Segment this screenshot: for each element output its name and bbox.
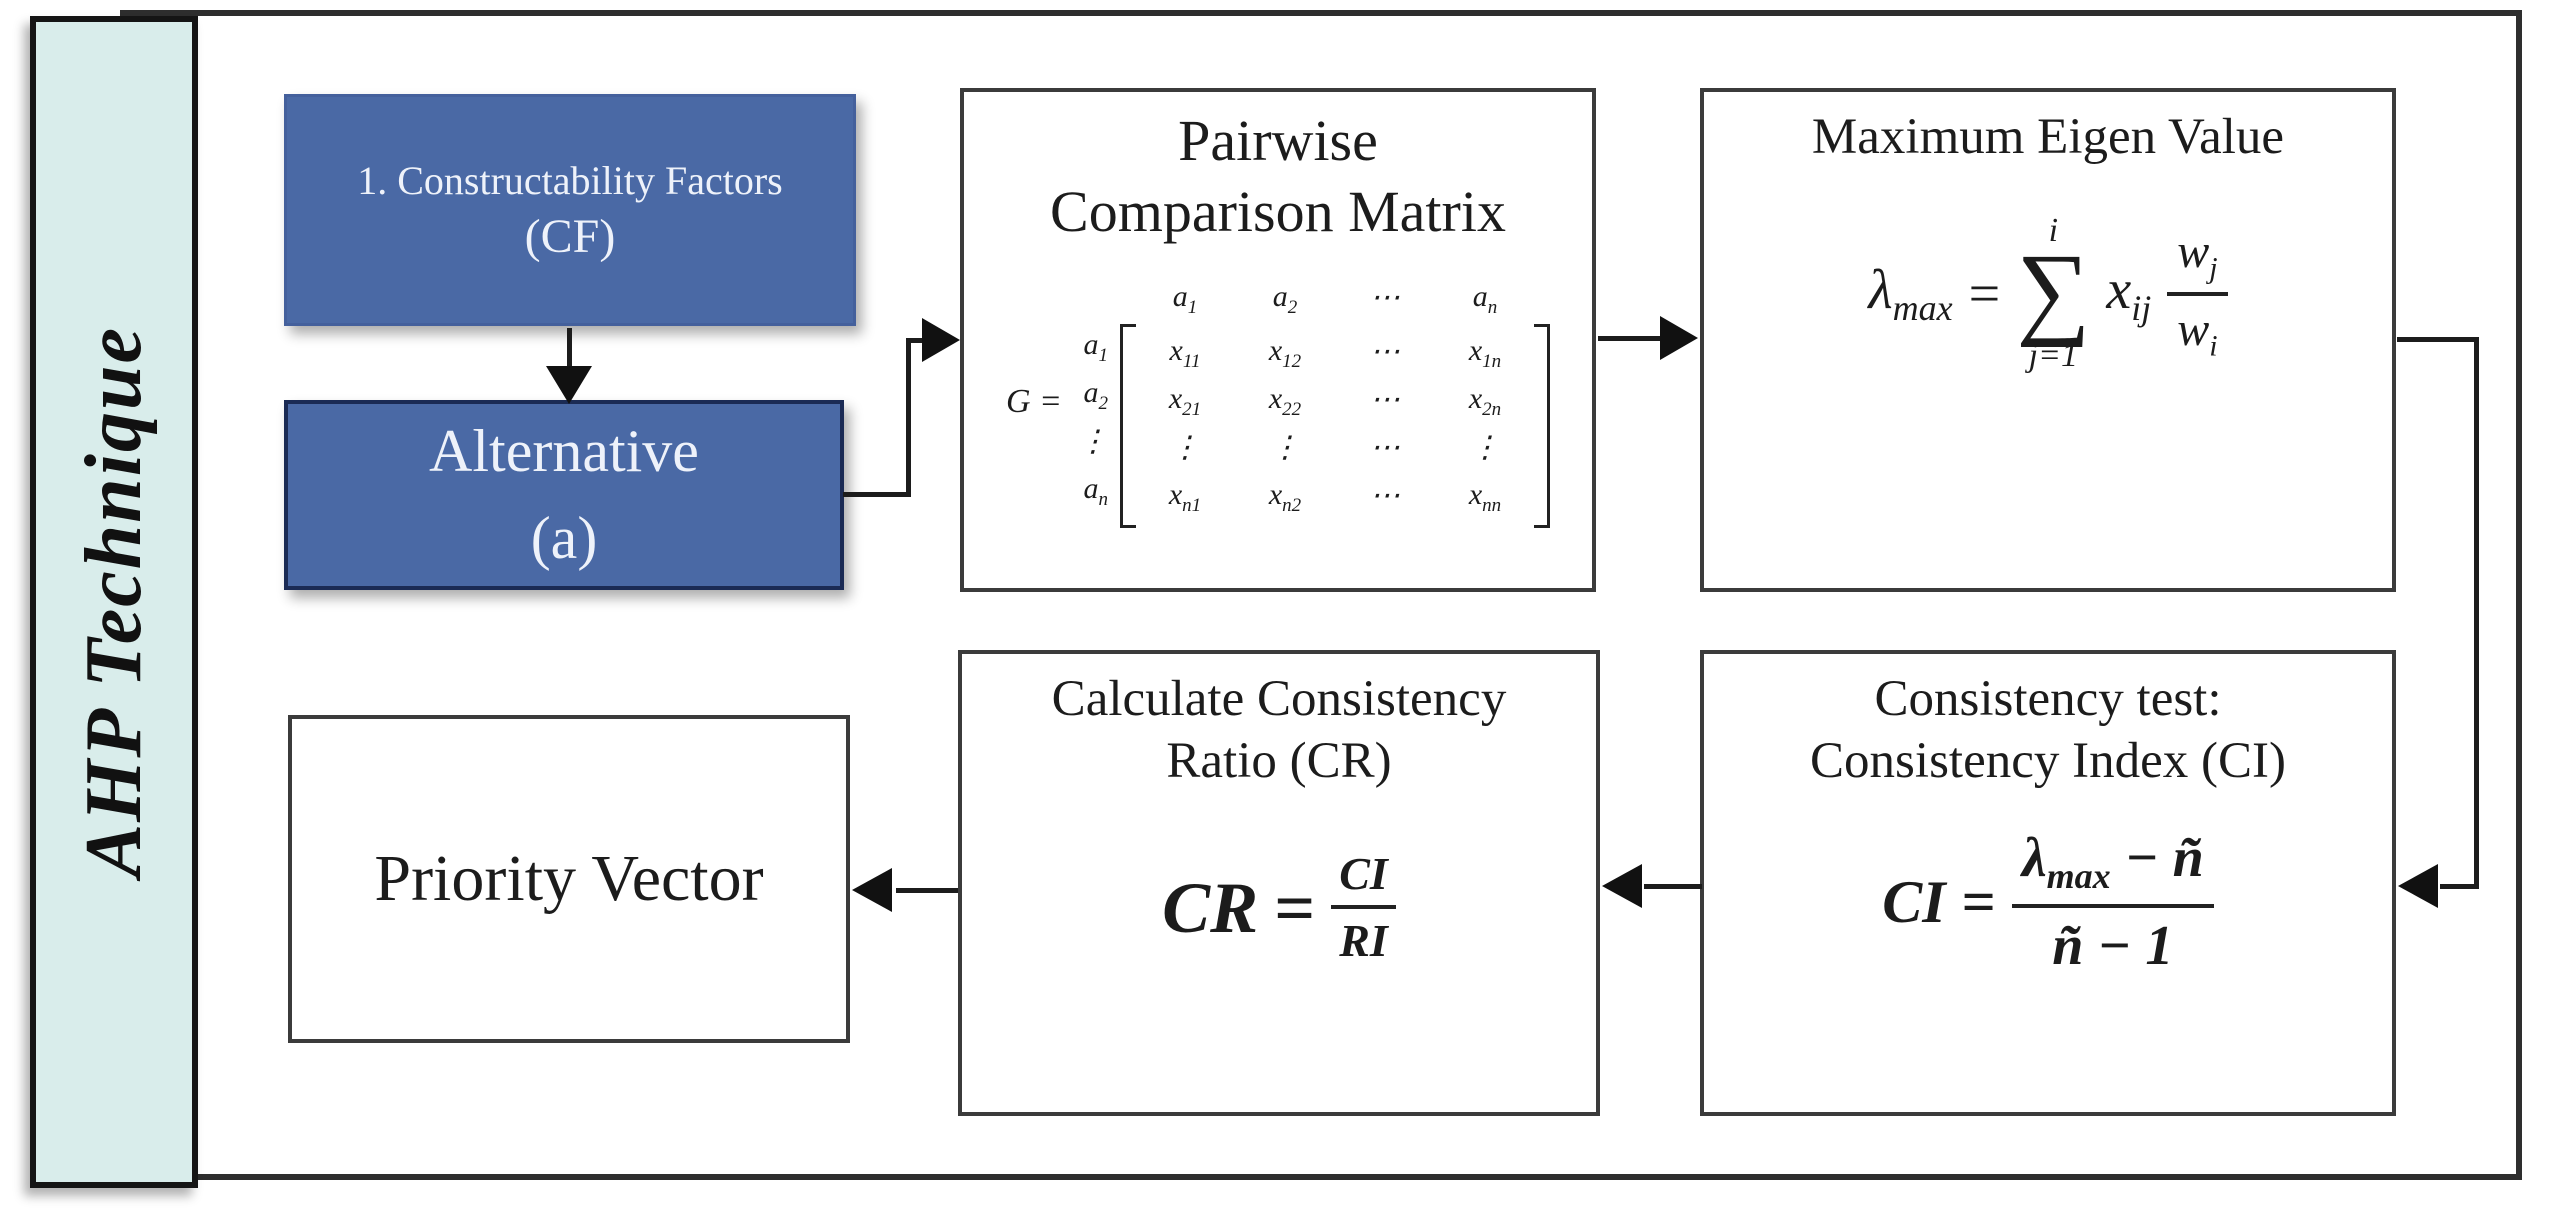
summation-sign: i ∑ j=1 [2016, 212, 2091, 375]
eigen-to-consistency-line-v [2474, 337, 2479, 889]
cr-fraction: CI RI [1331, 848, 1396, 968]
eigen-to-consistency-line-h1 [2397, 337, 2479, 342]
alternative-line2: (a) [530, 505, 598, 571]
ci-fraction: λmax − ñ ñ − 1 [2011, 826, 2214, 978]
priority-vector-box: Priority Vector [288, 715, 850, 1043]
arrow-down-icon [546, 366, 592, 404]
consistency-test-box: Consistency test: Consistency Index (CI)… [1700, 650, 2396, 1116]
eigen-formula: λmax = i ∑ j=1 xij wj wi [1704, 214, 2392, 373]
cf-line1: 1. Constructability Factors [357, 158, 783, 204]
matrix-row-labels: a1 a2 ⋮ an [1078, 328, 1108, 510]
constructability-factors-box: 1. Constructability Factors (CF) [284, 94, 856, 326]
cr-formula: CR = CI RI [962, 848, 1596, 968]
arrow-right-icon [922, 318, 960, 362]
alternative-box: Alternative (a) [284, 400, 844, 590]
arrow-right-icon [1660, 316, 1698, 360]
cf-line2: (CF) [524, 210, 616, 264]
arrow-left-icon [2398, 864, 2438, 908]
priority-vector-label: Priority Vector [374, 842, 764, 915]
arrow-left-icon [852, 868, 892, 912]
arrow-left-icon [1602, 864, 1642, 908]
matrix-body: x11 x12 ⋯ x1n x21 x22 ⋯ x2n ⋮ ⋮ ⋯ ⋮ xn1 … [1120, 323, 1550, 528]
matrix-column-headers: a1 a2 ⋯ an [1172, 280, 1498, 318]
pairwise-to-eigen-line [1598, 336, 1662, 341]
pairwise-comparison-matrix-box: Pairwise Comparison Matrix G = a1 a2 ⋯ a… [960, 88, 1596, 592]
cr-to-priority-line [896, 888, 958, 893]
comparison-matrix: G = a1 a2 ⋯ an a1 a2 ⋮ an x11 x12 [964, 276, 1592, 528]
consistency-to-cr-line [1644, 884, 1702, 889]
ci-title: Consistency test: Consistency Index (CI) [1810, 671, 2286, 790]
eigen-to-consistency-line-h2 [2440, 884, 2479, 889]
cr-title: Calculate Consistency Ratio (CR) [1051, 671, 1507, 790]
cf-to-alternative-line [567, 328, 572, 370]
matrix-lhs: G = [1005, 382, 1062, 420]
alternative-to-pairwise-line-h2 [906, 338, 924, 343]
consistency-ratio-box: Calculate Consistency Ratio (CR) CR = CI… [958, 650, 1600, 1116]
pairwise-title: Pairwise Comparison Matrix [1050, 108, 1506, 244]
alternative-line1: Alternative [429, 418, 699, 484]
sidebar-title: AHP Technique [69, 326, 158, 878]
alternative-to-pairwise-line-h1 [843, 492, 911, 497]
alternative-to-pairwise-line-v [906, 338, 911, 497]
weight-fraction: wj wi [2167, 224, 2228, 364]
eigen-title: Maximum Eigen Value [1811, 109, 2285, 165]
sidebar: AHP Technique [30, 16, 198, 1188]
ci-formula: CI = λmax − ñ ñ − 1 [1704, 826, 2392, 978]
maximum-eigen-value-box: Maximum Eigen Value λmax = i ∑ j=1 xij w… [1700, 88, 2396, 592]
